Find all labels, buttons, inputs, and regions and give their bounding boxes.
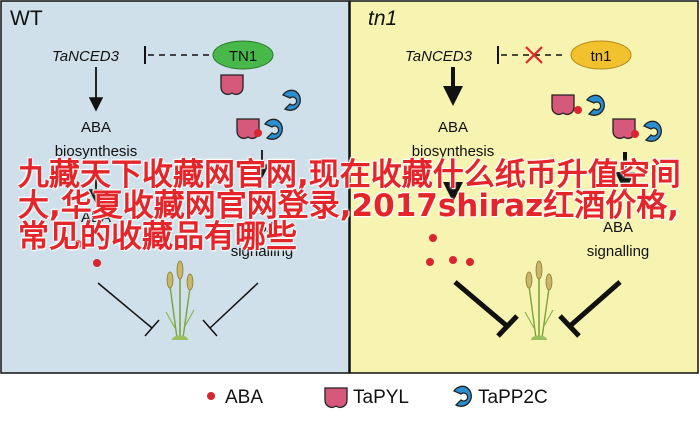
tn1-panel	[349, 0, 699, 374]
legend-tapyl-label: TaPYL	[353, 387, 409, 408]
legend-aba-label: ABA	[225, 387, 263, 408]
wt-aba-biosynthesis-line1: ABA	[81, 119, 111, 136]
aba-dot-icon	[74, 240, 82, 248]
tn1-inhibit-bar-left	[496, 314, 519, 338]
wt-inhibit-line-right	[209, 282, 259, 329]
wt-aba-signalling-line2: signalling	[231, 243, 294, 260]
aba-dot-icon	[254, 129, 262, 137]
legend-tapyl-icon	[324, 387, 348, 409]
tn1-inhibit-line-right	[568, 280, 622, 328]
wt-inhibit-bar-right	[202, 319, 218, 337]
legend-tapp2c-label: TaPP2C	[478, 387, 548, 408]
tn1-inhibit-bar-right	[558, 314, 581, 338]
tn1-aba-signalling-line1: ABA	[603, 219, 633, 236]
aba-dot-icon	[466, 258, 474, 266]
tapyl-receptor-icon	[551, 94, 575, 115]
tn1-aba-biosynthesis-line1: ABA	[438, 119, 468, 136]
aba-dot-icon	[631, 130, 639, 138]
legend-area	[0, 374, 700, 420]
legend-aba-dot-icon	[207, 392, 215, 400]
wt-panel	[0, 0, 350, 374]
wt-aba-label: ABA	[81, 209, 111, 226]
tn1-protein-oval	[212, 40, 274, 70]
wt-aba-biosynthesis-line2: biosynthesis	[55, 143, 138, 160]
wt-aba-signalling-line1: ABA	[247, 219, 277, 236]
wt-inhibit-line-left	[97, 282, 153, 329]
tn1-aba-signalling-line2: signalling	[587, 243, 650, 260]
aba-dot-icon	[574, 106, 582, 114]
aba-dot-icon	[449, 256, 457, 264]
tn1-mutant-protein-oval	[570, 40, 632, 70]
tn1-mutant-protein-label: tn1	[591, 48, 612, 65]
tapyl-receptor-icon	[220, 74, 244, 95]
tn1-aba-biosynthesis-line2: biosynthesis	[412, 143, 495, 160]
tn1-inhibit-line-left	[453, 280, 509, 328]
aba-dot-icon	[429, 234, 437, 242]
wt-inhibit-bar-left	[144, 319, 160, 337]
aba-dot-icon	[426, 258, 434, 266]
tn1-protein-label: TN1	[229, 48, 257, 65]
wt-panel-title: WT	[10, 7, 43, 30]
aba-dot-icon	[93, 259, 101, 267]
wt-tanced3-label: TaNCED3	[52, 48, 120, 65]
blocked-x-icon	[525, 46, 543, 64]
tn1-panel-title: tn1	[368, 7, 397, 30]
tn1-tanced3-label: TaNCED3	[405, 48, 473, 65]
